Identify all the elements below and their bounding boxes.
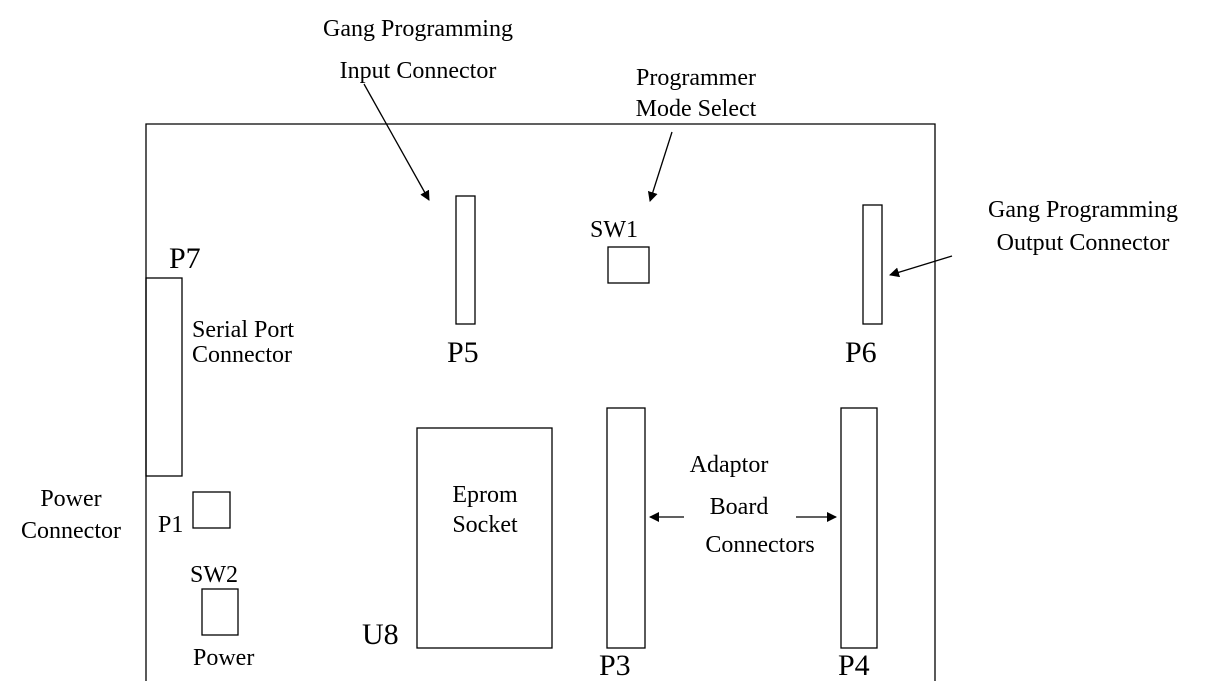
eprom-socket — [416, 427, 553, 649]
serial-port-label-line2: Connector — [192, 342, 292, 368]
p4-label: P4 — [838, 649, 870, 681]
adaptor-label-line2: Board — [710, 494, 769, 520]
p3-connector — [606, 407, 646, 649]
p7-serial-connector — [145, 277, 183, 477]
power-connector-label-line2: Connector — [21, 518, 121, 544]
p5-label: P5 — [447, 336, 479, 369]
p1-label: P1 — [158, 512, 183, 538]
adaptor-label-line3: Connectors — [705, 532, 814, 558]
p5-connector — [455, 195, 476, 325]
u8-label: U8 — [362, 618, 399, 651]
mode-select-arrow — [647, 131, 673, 202]
eprom-label-line1: Eprom — [452, 482, 518, 508]
p3-label: P3 — [599, 649, 631, 681]
gang-output-arrow — [889, 255, 953, 278]
gang-input-label-line1: Gang Programming — [323, 16, 513, 42]
sw2-label: SW2 — [190, 562, 238, 588]
p7-label: P7 — [169, 242, 201, 275]
power-connector-label-line1: Power — [40, 486, 101, 512]
p6-connector — [862, 204, 883, 325]
sw1-switch — [607, 246, 650, 284]
mode-select-label-line1: Programmer — [636, 65, 756, 91]
p4-connector — [840, 407, 878, 649]
sw1-label: SW1 — [590, 217, 638, 243]
serial-port-label-line1: Serial Port — [192, 317, 294, 343]
adaptor-label-line1: Adaptor — [690, 452, 769, 478]
gang-input-label-line2: Input Connector — [340, 58, 497, 84]
board-outline — [145, 123, 936, 681]
sw2-power-switch — [201, 588, 239, 636]
p6-label: P6 — [845, 336, 877, 369]
gang-input-arrow — [363, 83, 430, 201]
gang-output-label-line2: Output Connector — [997, 230, 1170, 256]
eprom-label-line2: Socket — [452, 512, 518, 538]
mode-select-label-line2: Mode Select — [636, 96, 757, 122]
power-switch-label: Power — [193, 645, 254, 671]
gang-output-label-line1: Gang Programming — [988, 197, 1178, 223]
p1-power-connector — [192, 491, 231, 529]
